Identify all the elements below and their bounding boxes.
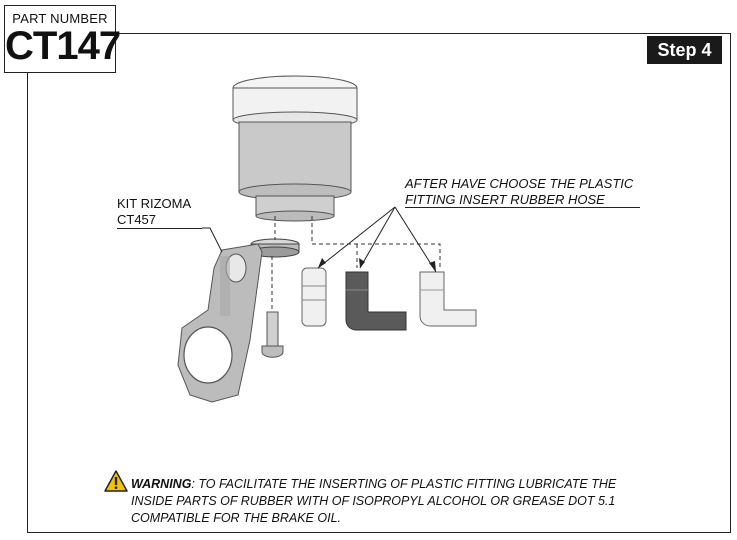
fitting-callout-line1: AFTER HAVE CHOOSE THE PLASTIC [405,176,634,191]
screw-icon [261,311,284,358]
fitting-underline [405,207,640,208]
warning-label: WARNING [131,477,192,491]
part-number-box: PART NUMBER CT147 [4,5,121,73]
warning-line2: INSIDE PARTS OF RUBBER WITH OF ISOPROPYL… [131,494,616,508]
step-frame [27,33,731,533]
kit-callout-line1: KIT RIZOMA [117,196,192,211]
elbow-fitting-dark-icon [345,271,407,331]
part-number-label: PART NUMBER [12,11,108,26]
kit-callout: KIT RIZOMA CT457 [117,196,191,228]
kit-underline [117,228,202,229]
straight-fitting-icon [301,267,327,327]
reservoir-icon [232,75,358,222]
warning-line1: : TO FACILITATE THE INSERTING OF PLASTIC… [191,477,617,491]
step-badge: Step 4 [647,36,722,64]
fitting-callout: AFTER HAVE CHOOSE THE PLASTIC FITTING IN… [405,176,633,208]
part-number-value: CT147 [5,24,121,68]
warning-triangle-icon [104,470,128,492]
clamp-bracket-icon [177,243,263,403]
elbow-fitting-light-icon [419,271,477,327]
fitting-callout-line2: FITTING INSERT RUBBER HOSE [405,192,605,207]
kit-callout-line2: CT457 [117,212,157,227]
warning-line3: COMPATIBLE FOR THE BRAKE OIL. [131,511,341,525]
warning-note: WARNING: TO FACILITATE THE INSERTING OF … [131,476,651,527]
